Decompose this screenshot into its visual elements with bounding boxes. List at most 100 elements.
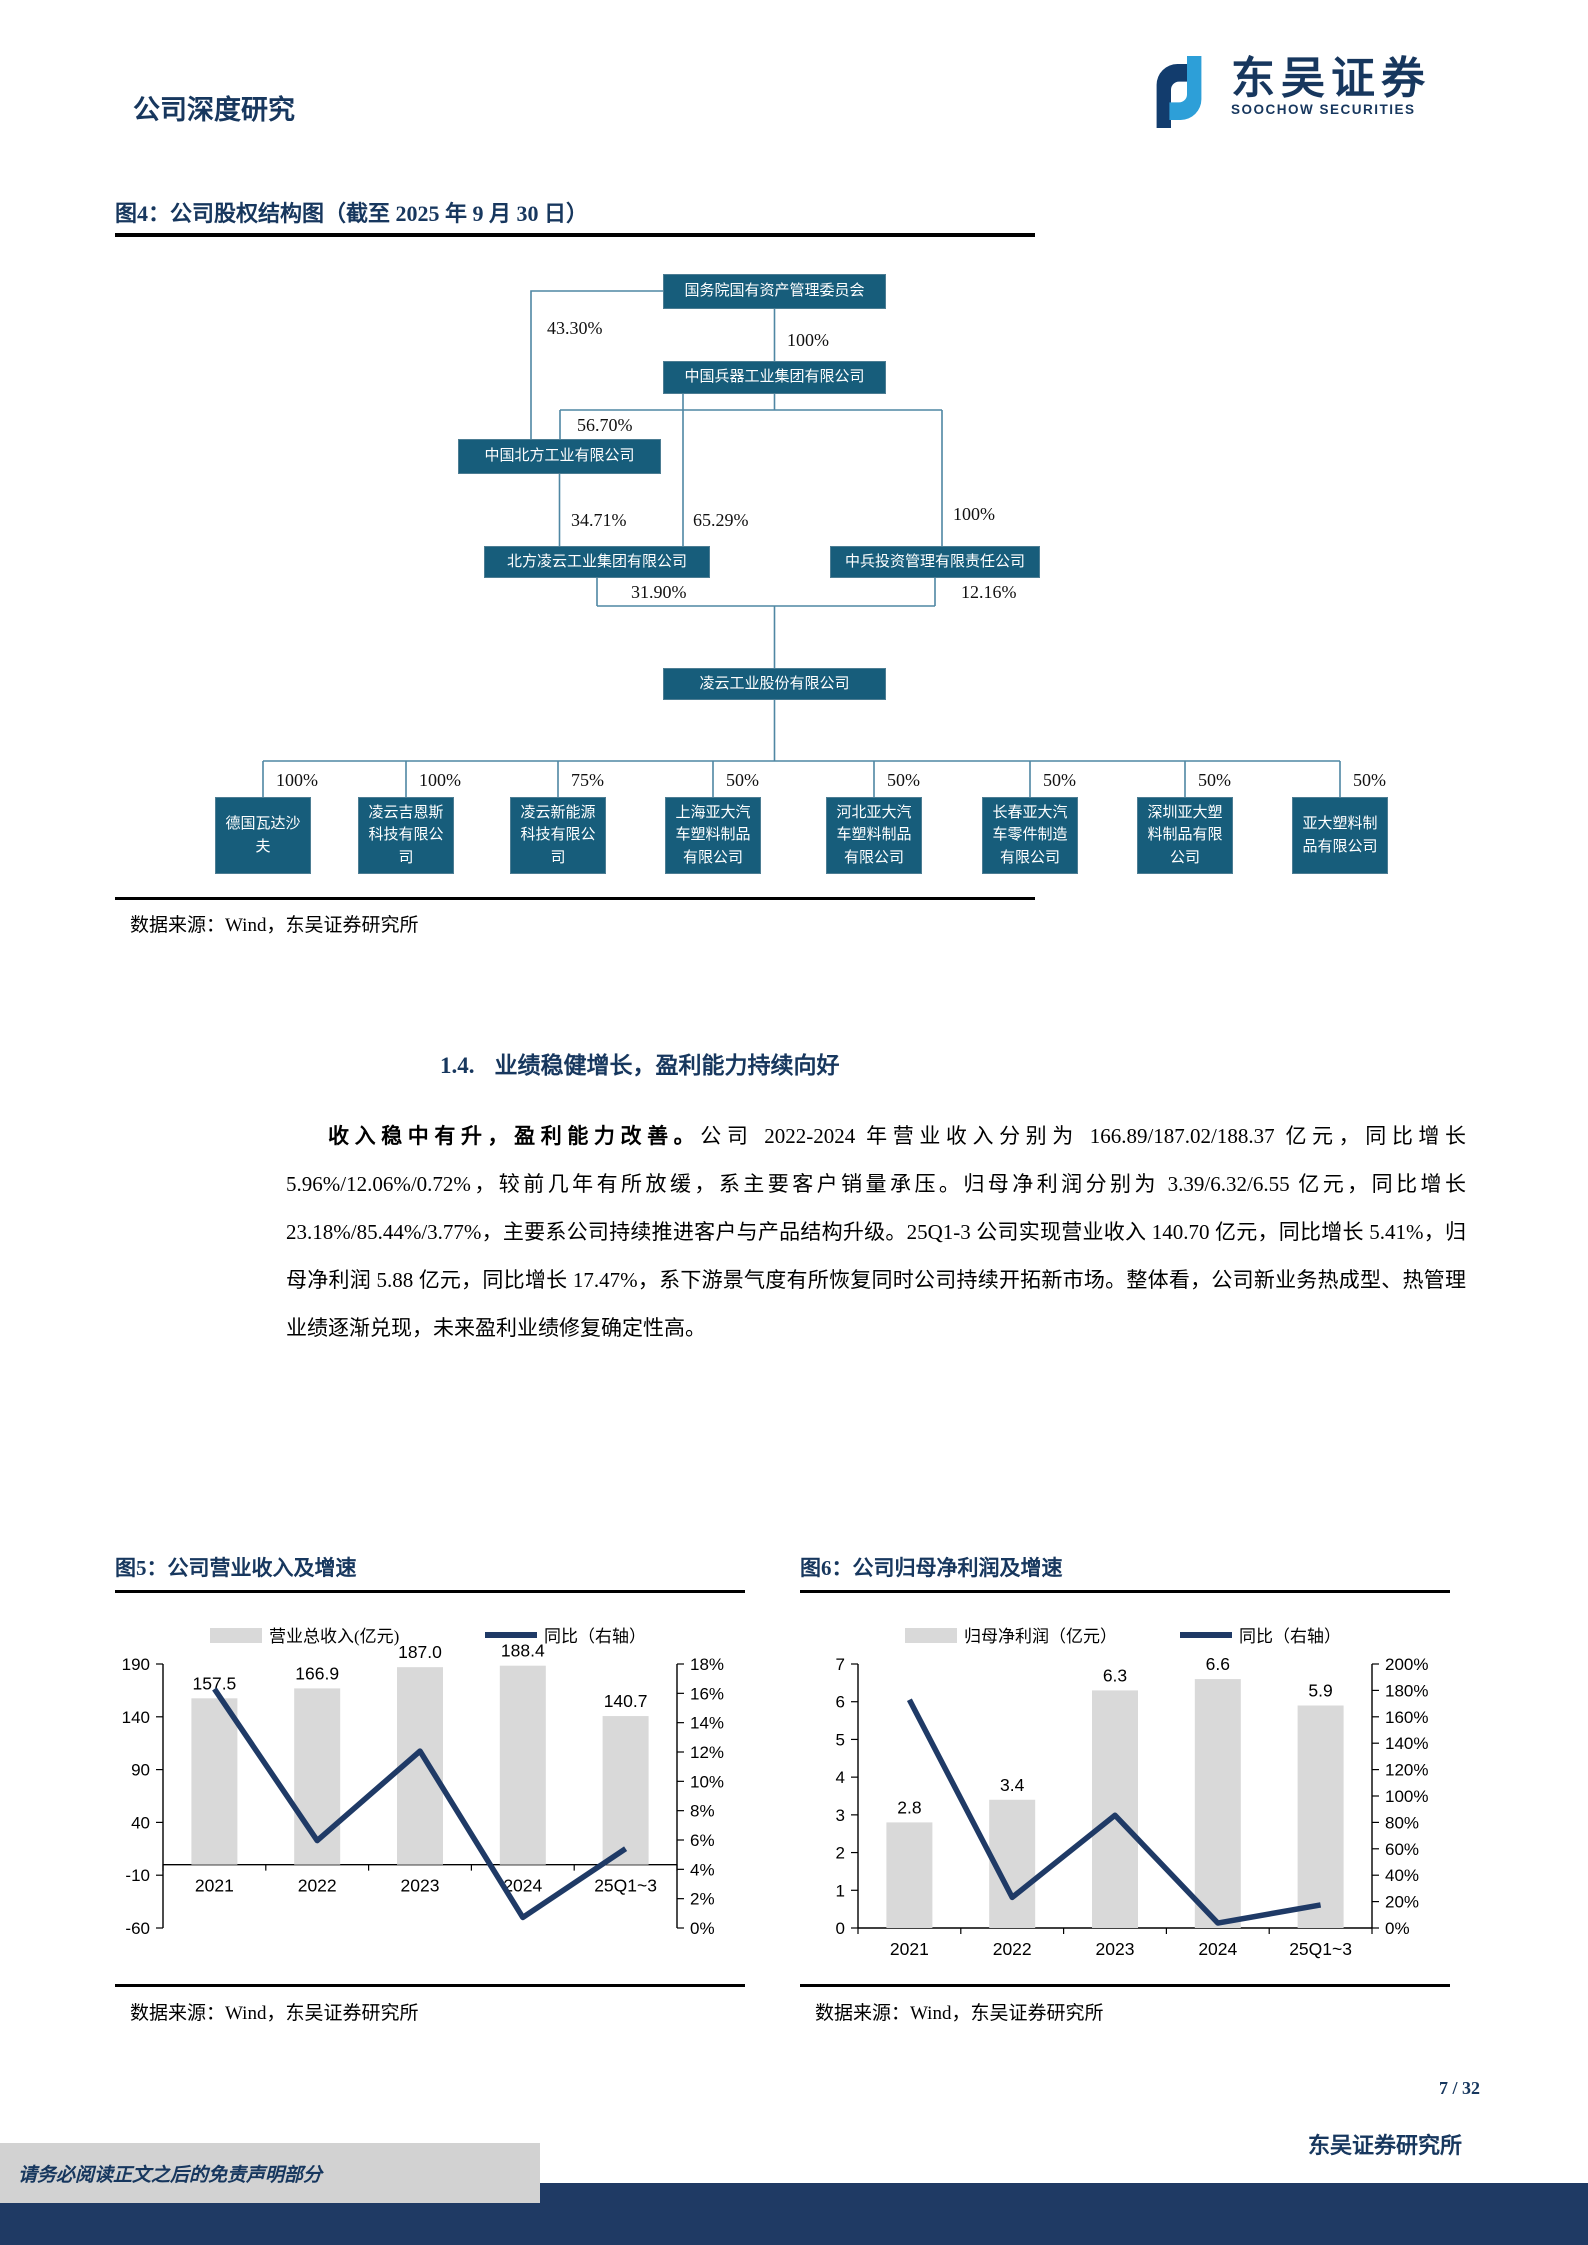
logo-blue-hook (1169, 56, 1202, 120)
bar (1194, 1679, 1241, 1928)
org-chart-connectors (262, 290, 1341, 797)
ownership-pct: 56.70% (577, 415, 633, 435)
left-tick-label: 4 (836, 1768, 845, 1787)
org-node: 中国兵器工业集团有限公司 (663, 361, 886, 394)
footer-institute: 东吴证券研究所 (1307, 2133, 1462, 2158)
x-category-label: 2024 (503, 1876, 542, 1896)
ownership-pct: 43.30% (547, 318, 603, 338)
x-category-label: 2022 (993, 1939, 1032, 1959)
bar-value-label: 5.9 (1308, 1680, 1332, 1700)
right-tick-label: 14% (690, 1714, 724, 1733)
brand-name-cn: 东吴证券 (1231, 54, 1431, 103)
ownership-pct: 65.29% (693, 510, 749, 530)
right-tick-label: 60% (1385, 1840, 1419, 1859)
bar (602, 1716, 649, 1865)
ownership-pct: 100% (276, 770, 318, 790)
legend-line-label: 同比（右轴） (544, 1627, 646, 1646)
left-tick-label: -10 (125, 1866, 150, 1885)
org-node: 上海亚大汽车塑料制品有限公司 (665, 797, 761, 874)
left-tick-label: 3 (836, 1806, 845, 1825)
x-category-label: 2021 (195, 1876, 234, 1896)
ownership-pct: 50% (1353, 770, 1386, 790)
edge-sasac-beifang (530, 290, 663, 439)
edge-subsidiaries (262, 700, 1341, 797)
right-tick-label: 100% (1385, 1787, 1428, 1806)
left-tick-label: 5 (836, 1730, 845, 1749)
left-tick-label: 0 (836, 1919, 845, 1938)
org-node: 深圳亚大塑料制品有限公司 (1137, 797, 1233, 874)
soochow-logo-icon (1139, 56, 1219, 133)
bar-value-label: 6.6 (1206, 1654, 1230, 1674)
ownership-pct: 75% (571, 770, 604, 790)
ownership-pct: 100% (419, 770, 461, 790)
report-category: 公司深度研究 (133, 95, 295, 125)
figure5-bottom-rule (115, 1984, 745, 1987)
org-node: 凌云新能源科技有限公司 (510, 797, 606, 874)
bar-value-label: 166.9 (295, 1663, 339, 1683)
right-tick-label: 18% (690, 1655, 724, 1674)
legend-bar-label: 营业总收入(亿元) (269, 1627, 399, 1646)
growth-line (212, 1687, 628, 1921)
left-tick-label: 1 (836, 1881, 845, 1900)
ownership-pct: 50% (726, 770, 759, 790)
left-tick-label: 7 (836, 1655, 845, 1674)
figure6-bottom-rule (800, 1984, 1450, 1987)
bar-value-label: 6.3 (1103, 1665, 1127, 1685)
bar (1092, 1690, 1138, 1928)
x-category-label: 2023 (401, 1876, 440, 1896)
right-tick-label: 20% (1385, 1893, 1419, 1912)
right-tick-label: 6% (690, 1831, 715, 1850)
figure5-source: 数据来源：Wind，东吴证券研究所 (130, 2003, 419, 2024)
bar (294, 1688, 341, 1865)
left-tick-label: 90 (131, 1761, 150, 1780)
bar (886, 1822, 933, 1928)
bar (191, 1698, 238, 1865)
right-tick-label: 0% (1385, 1919, 1410, 1938)
ownership-pct: 50% (1198, 770, 1231, 790)
bar-value-label: 188.4 (501, 1641, 545, 1661)
body-paragraph: 收入稳中有升，盈利能力改善。公司 2022-2024 年营业收入分别为 166.… (286, 1112, 1466, 1352)
right-tick-label: 140% (1385, 1734, 1428, 1753)
org-node: 国务院国有资产管理委员会 (663, 274, 886, 309)
x-category-label: 25Q1~3 (594, 1876, 657, 1896)
paragraph-lead: 收入稳中有升，盈利能力改善。 (328, 1124, 701, 1148)
org-node: 长春亚大汽车零件制造有限公司 (982, 797, 1078, 874)
left-tick-label: 40 (131, 1813, 150, 1832)
right-tick-label: 4% (690, 1860, 715, 1879)
x-category-label: 2024 (1198, 1939, 1237, 1959)
org-chart: 国务院国有资产管理委员会 中国兵器工业集团有限公司 中国北方工业有限公司 北方凌… (85, 240, 1465, 895)
right-tick-label: 10% (690, 1772, 724, 1791)
brand-logo: 东吴证券 SOOCHOW SECURITIES (1139, 54, 1431, 133)
logo-dark-hook (1156, 64, 1189, 128)
figure4-source: 数据来源：Wind，东吴证券研究所 (130, 915, 419, 936)
x-category-label: 2023 (1096, 1939, 1135, 1959)
figure6-title: 图6：公司归母净利润及增速 (800, 1556, 1063, 1580)
org-node: 亚大塑料制品有限公司 (1292, 797, 1388, 874)
ownership-pct: 100% (953, 504, 995, 524)
bar (1297, 1705, 1344, 1928)
right-tick-label: 2% (690, 1890, 715, 1909)
edge-bingqi-rail (559, 394, 943, 546)
left-tick-label: 2 (836, 1844, 845, 1863)
bar (499, 1665, 546, 1865)
figure4-title: 图4：公司股权结构图（截至 2025 年 9 月 30 日） (115, 201, 589, 226)
org-node: 河北亚大汽车塑料制品有限公司 (826, 797, 922, 874)
figure5-title: 图5：公司营业收入及增速 (115, 1556, 357, 1580)
figure6-source: 数据来源：Wind，东吴证券研究所 (815, 2003, 1104, 2024)
right-tick-label: 80% (1385, 1813, 1419, 1832)
org-node: 德国瓦达沙夫 (215, 797, 311, 874)
ownership-pct: 50% (1043, 770, 1076, 790)
growth-line (906, 1698, 1322, 1926)
right-tick-label: 8% (690, 1802, 715, 1821)
right-tick-label: 180% (1385, 1681, 1428, 1700)
right-tick-label: 40% (1385, 1866, 1419, 1885)
org-node: 凌云工业股份有限公司 (663, 668, 886, 700)
right-tick-label: 120% (1385, 1761, 1428, 1780)
right-tick-label: 200% (1385, 1655, 1428, 1674)
x-category-label: 2021 (890, 1939, 929, 1959)
legend-line-label: 同比（右轴） (1239, 1627, 1341, 1646)
paragraph-rest: 公司 2022-2024 年营业收入分别为 166.89/187.02/188.… (286, 1124, 1467, 1340)
legend-bar-swatch (210, 1628, 262, 1643)
figure6-title-rule (800, 1590, 1450, 1593)
